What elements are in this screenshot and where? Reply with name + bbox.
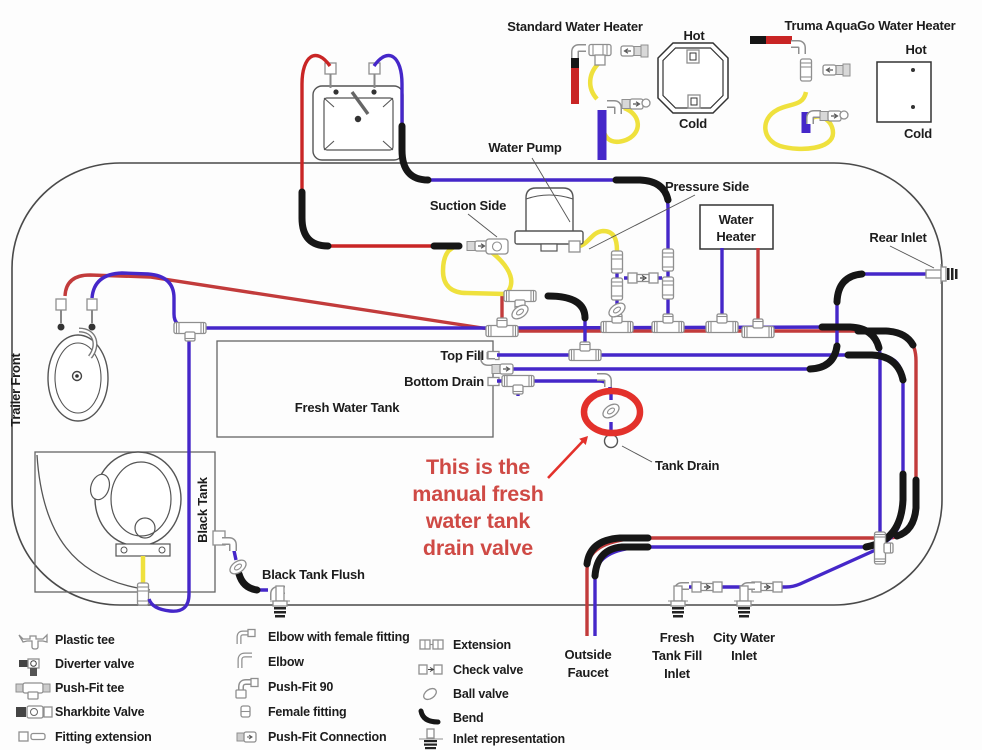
pump-outlet (568, 240, 581, 253)
top-fill-pipe (497, 353, 905, 636)
pressure-side-label: Pressure Side (665, 179, 749, 194)
fresh-tank-fill-inlet-label-3: Inlet (664, 666, 691, 681)
truma-hose (763, 91, 836, 152)
rear-inlet-fitting (925, 263, 959, 285)
annotation-line-2: manual fresh (412, 482, 543, 506)
toilet (89, 451, 182, 606)
drain-valve-highlight-circle (580, 387, 644, 437)
truma-tank (876, 61, 932, 123)
pointer-lines (467, 157, 935, 463)
fitting-extension-icon (18, 731, 46, 742)
hot-tank-label: Hot (905, 42, 927, 57)
sharkbite-inlet (485, 238, 509, 255)
trailer-outline (11, 162, 943, 606)
fresh-water-tank-label: Fresh Water Tank (295, 400, 400, 415)
plastic-tee-icon (18, 633, 48, 650)
tank-drain-assembly (547, 387, 644, 479)
suction-hose-up (487, 248, 514, 293)
top-fill-label: Top Fill (440, 348, 484, 363)
city-water-inlet-label-2: Inlet (731, 648, 758, 663)
legend-label-sharkbite-valve: Sharkbite Valve (55, 705, 145, 719)
legend-label-push-fit-connection: Push-Fit Connection (268, 730, 386, 744)
shower-pan-arc (36, 454, 151, 591)
diagram-labels: Standard Water Heater Truma AquaGo Water… (8, 18, 956, 681)
legend-label-elbow: Elbow (268, 655, 304, 669)
toilet-feed-pipe (147, 335, 191, 613)
water-pump (466, 187, 584, 255)
outside-faucet-label-2: Faucet (568, 665, 610, 680)
tank-drain-outlet (603, 433, 619, 449)
bend-icon (418, 708, 441, 725)
legend-label-female-fitting: Female fitting (268, 705, 346, 719)
city-water-inlet-label-1: City Water (713, 630, 775, 645)
city-water-inlet-fitting (733, 585, 755, 619)
pipe-fittings (173, 248, 959, 619)
legend-label-plastic-tee: Plastic tee (55, 633, 115, 647)
extension-icon (419, 639, 444, 650)
cold-main-pipe (203, 325, 882, 556)
black-tank-box (34, 451, 216, 593)
legend-label-push-fit-tee: Push-Fit tee (55, 681, 124, 695)
check-valve-icon (418, 664, 443, 675)
fresh-tank-fill-inlet-label-2: Tank Fill (652, 648, 702, 663)
hot-octagon-label: Hot (683, 28, 705, 43)
outside-faucet-label-1: Outside (565, 647, 612, 662)
black-tank-flush-label: Black Tank Flush (262, 567, 365, 582)
standard-water-heater-hookup (571, 43, 651, 160)
heater-hose (588, 60, 602, 101)
suction-side-label: Suction Side (430, 198, 506, 213)
trailer-front-label: Trailer Front (8, 353, 23, 427)
push-fit-tee-icon (15, 682, 51, 700)
legend-label-check-valve: Check valve (453, 663, 523, 677)
rear-inlet-label: Rear Inlet (869, 230, 927, 245)
water-heater-label-2: Heater (716, 229, 755, 244)
black-tank-label: Black Tank (195, 476, 210, 543)
legend-label-extension: Extension (453, 638, 511, 652)
fresh-tank-fill-inlet-label-1: Fresh (660, 630, 695, 645)
cold-octagon-label: Cold (679, 116, 707, 131)
push-fit-connection-icon (236, 731, 257, 743)
inlet-representation-icon (419, 728, 443, 750)
legend-label-diverter-valve: Diverter valve (55, 657, 134, 671)
kitchen-cold-pipe (372, 53, 670, 327)
kitchen-sink (312, 62, 404, 161)
legend-label-inlet-representation: Inlet representation (453, 732, 565, 746)
standard-water-heater-label: Standard Water Heater (507, 19, 643, 34)
push-fit-90-icon (235, 677, 259, 699)
truma-hookup (750, 36, 851, 152)
legend: Plastic tee Diverter valve Push-Fit tee … (15, 628, 565, 750)
diverter-valve-icon (19, 658, 40, 676)
tank-drain-label: Tank Drain (655, 458, 719, 473)
fresh-tank-fill-inlet-fitting (667, 585, 689, 619)
female-fitting-icon (240, 705, 251, 718)
hot-cold-octagon (657, 42, 729, 114)
bend-sleeves (235, 122, 920, 594)
pressure-hose (571, 228, 620, 254)
cold-tank-label: Cold (904, 126, 932, 141)
elbow-icon (237, 652, 252, 668)
annotation-line-3: water tank (425, 509, 531, 533)
legend-label-bend: Bend (453, 711, 483, 725)
bottom-drain-label: Bottom Drain (404, 374, 484, 389)
legend-label-elbow-female: Elbow with female fitting (268, 630, 410, 644)
water-heater-box (699, 204, 774, 250)
legend-label-push-fit-90: Push-Fit 90 (268, 680, 333, 694)
ball-valve-icon (423, 687, 437, 701)
water-heater-label-1: Water (719, 212, 754, 227)
annotation-line-4: drain valve (423, 536, 533, 560)
legend-label-ball-valve: Ball valve (453, 687, 509, 701)
elbow-female-fitting-icon (236, 628, 256, 644)
annotation-arrow (547, 440, 584, 479)
truma-water-heater-label: Truma AquaGo Water Heater (784, 18, 955, 33)
legend-label-fitting-extension: Fitting extension (55, 730, 152, 744)
faucet-lever (350, 91, 370, 115)
bathroom-sink (47, 298, 109, 422)
annotation-line-1: This is the (426, 455, 530, 479)
water-pump-label: Water Pump (488, 140, 562, 155)
suction-hose (440, 243, 508, 297)
sharkbite-valve-icon (16, 705, 53, 719)
bathroom-hot-pipe (63, 273, 503, 333)
